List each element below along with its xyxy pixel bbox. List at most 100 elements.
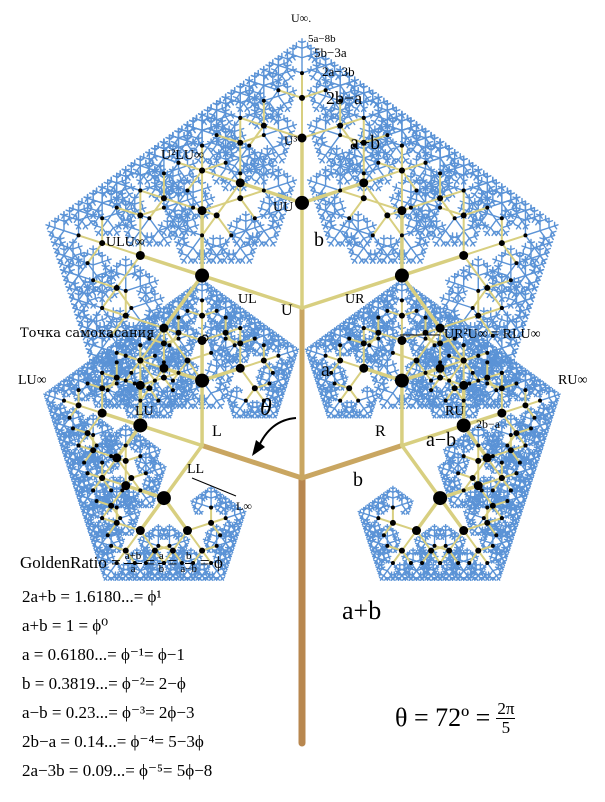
branch-segment: [324, 71, 336, 76]
branch-segment: [263, 73, 271, 77]
branch-segment: [508, 201, 512, 206]
branch-segment: [268, 89, 280, 104]
branch-segment: [306, 47, 312, 50]
branch-segment: [310, 56, 318, 60]
branch-segment: [315, 103, 321, 110]
branch-segment: [493, 190, 497, 196]
branch-segment: [263, 81, 274, 87]
branch-segment: [521, 304, 525, 309]
branch-segment: [248, 258, 254, 261]
branch-segment: [393, 247, 399, 251]
branch-segment: [210, 107, 218, 111]
branch-segment: [330, 81, 341, 87]
branch-segment: [508, 297, 515, 302]
branch-segment: [363, 90, 371, 94]
branch-segment: [315, 56, 323, 60]
branch-segment: [208, 202, 214, 206]
branch-segment: [208, 252, 212, 258]
branch-segment: [342, 225, 350, 229]
branch-segment: [482, 225, 486, 230]
branch-segment: [386, 392, 394, 402]
branch-segment: [224, 114, 232, 118]
branch-segment: [330, 134, 341, 149]
branch-segment: [321, 57, 327, 61]
branch-segment: [366, 96, 372, 99]
branch-segment: [277, 84, 285, 88]
branch-segment: [183, 254, 189, 261]
branch-segment: [542, 258, 548, 261]
branch-segment: [490, 219, 497, 229]
branch-segment: [259, 114, 264, 119]
branch-segment: [517, 225, 522, 230]
branch-segment: [183, 259, 187, 264]
branch-segment: [219, 101, 227, 105]
branch-segment: [274, 78, 280, 82]
branch-segment: [312, 126, 318, 133]
branch-segment: [279, 107, 284, 113]
branch-segment: [245, 218, 253, 222]
branch-segment: [313, 101, 321, 105]
branch-segment: [426, 193, 431, 198]
branch-segment: [277, 71, 289, 76]
branch-segment: [404, 387, 409, 392]
branch-segment: [345, 227, 350, 234]
branch-segment: [224, 129, 232, 139]
branch-segment: [283, 64, 289, 67]
branch-segment: [350, 78, 356, 82]
branch-segment: [228, 119, 234, 123]
branch-segment: [274, 159, 278, 164]
branch-segment: [412, 259, 416, 264]
branch-segment: [528, 213, 534, 217]
branch-segment: [186, 254, 192, 261]
branch-segment: [248, 101, 256, 105]
branch-segment: [348, 114, 356, 118]
branch-segment: [295, 45, 303, 49]
branch-segment: [410, 244, 421, 249]
branch-segment: [239, 92, 250, 97]
branch-segment: [242, 84, 250, 88]
branch-segment: [397, 159, 402, 164]
branch-segment: [444, 299, 450, 306]
branch-segment: [381, 107, 389, 111]
branch-segment: [421, 235, 429, 240]
branch-segment: [315, 107, 320, 113]
branch-segment: [259, 68, 265, 71]
branch-segment: [184, 241, 190, 244]
branch-segment: [239, 218, 247, 222]
branch-segment: [442, 297, 450, 302]
branch-segment: [239, 90, 247, 94]
branch-segment: [356, 103, 362, 110]
branch-segment: [330, 64, 336, 67]
branch-segment: [372, 129, 380, 139]
branch-segment: [257, 73, 265, 77]
branch-segment: [497, 231, 502, 237]
branch-segment: [524, 271, 536, 277]
branch-segment: [531, 218, 536, 224]
branch-segment: [408, 225, 416, 229]
branch-segment: [397, 199, 409, 204]
branch-segment: [440, 297, 445, 303]
branch-segment: [175, 235, 183, 240]
branch-segment: [365, 165, 371, 172]
branch-segment: [368, 128, 376, 133]
branch-segment: [204, 242, 209, 247]
branch-segment: [419, 258, 425, 261]
branch-segment: [535, 259, 540, 264]
branch-segment: [212, 259, 217, 264]
branch-segment: [394, 204, 398, 209]
branch-segment: [524, 246, 532, 250]
branch-segment: [469, 208, 474, 213]
branch-segment: [378, 252, 383, 258]
branch-segment: [365, 123, 371, 127]
branch-segment: [517, 220, 523, 227]
branch-segment: [268, 71, 280, 76]
branch-segment: [313, 142, 318, 147]
branch-segment: [322, 140, 328, 144]
branch-segment: [272, 84, 280, 88]
branch-segment: [261, 152, 268, 156]
branch-segment: [546, 247, 552, 251]
branch-segment: [265, 64, 271, 67]
branch-segment: [286, 71, 292, 78]
branch-segment: [228, 128, 236, 133]
branch-segment: [417, 225, 421, 230]
